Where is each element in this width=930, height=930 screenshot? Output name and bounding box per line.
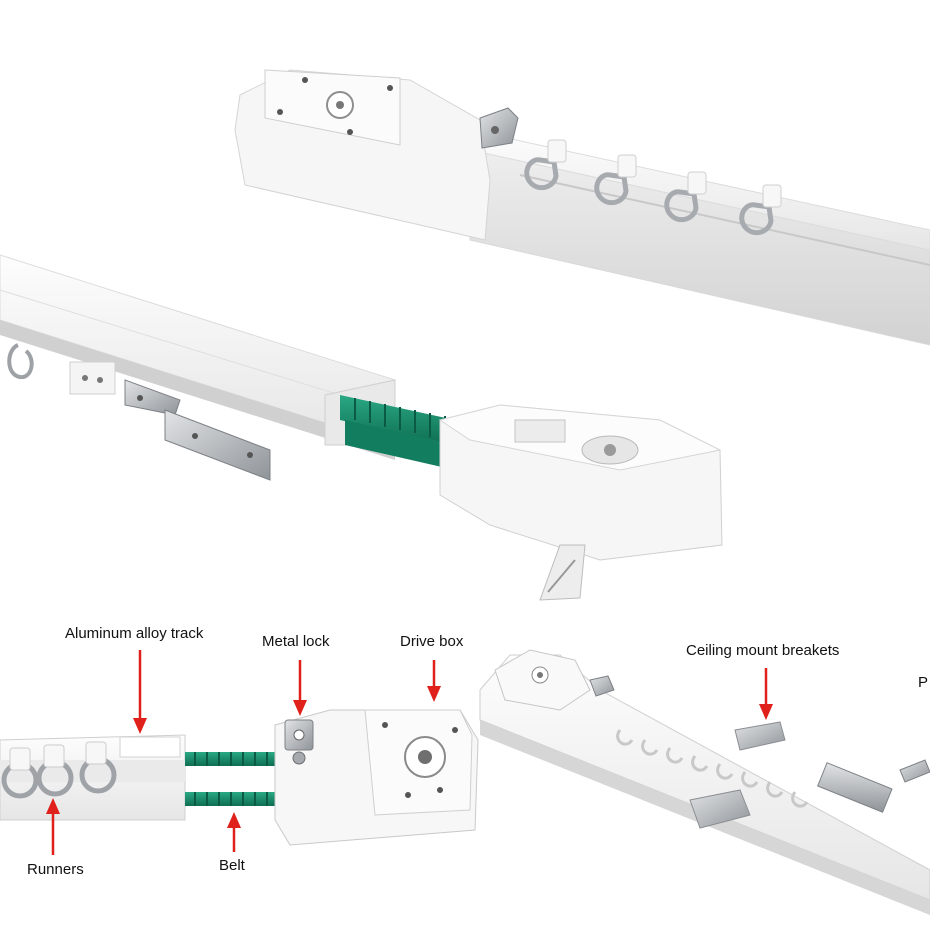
ceiling-mount-view [479, 649, 930, 915]
arrow-drive-box [427, 660, 441, 702]
arrow-runners [46, 798, 60, 855]
label-drive-box: Drive box [400, 633, 464, 650]
arrow-ceiling-mount [759, 668, 773, 720]
arrow-metal-lock [293, 660, 307, 716]
label-cut-off: P [918, 674, 929, 691]
arrow-belt [227, 812, 241, 852]
middle-track-assembly [0, 254, 723, 601]
top-runners [524, 139, 782, 236]
annotation-arrows [46, 650, 773, 855]
arrow-aluminum-track [133, 650, 147, 734]
labeled-exploded-view [0, 709, 479, 846]
label-metal-lock: Metal lock [262, 633, 330, 650]
label-runners: Runners [27, 861, 84, 878]
label-ceiling-mount: Ceiling mount breakets [686, 642, 840, 659]
top-track-assembly [234, 69, 930, 346]
label-aluminum-track: Aluminum alloy track [65, 625, 204, 642]
label-belt: Belt [219, 857, 245, 874]
